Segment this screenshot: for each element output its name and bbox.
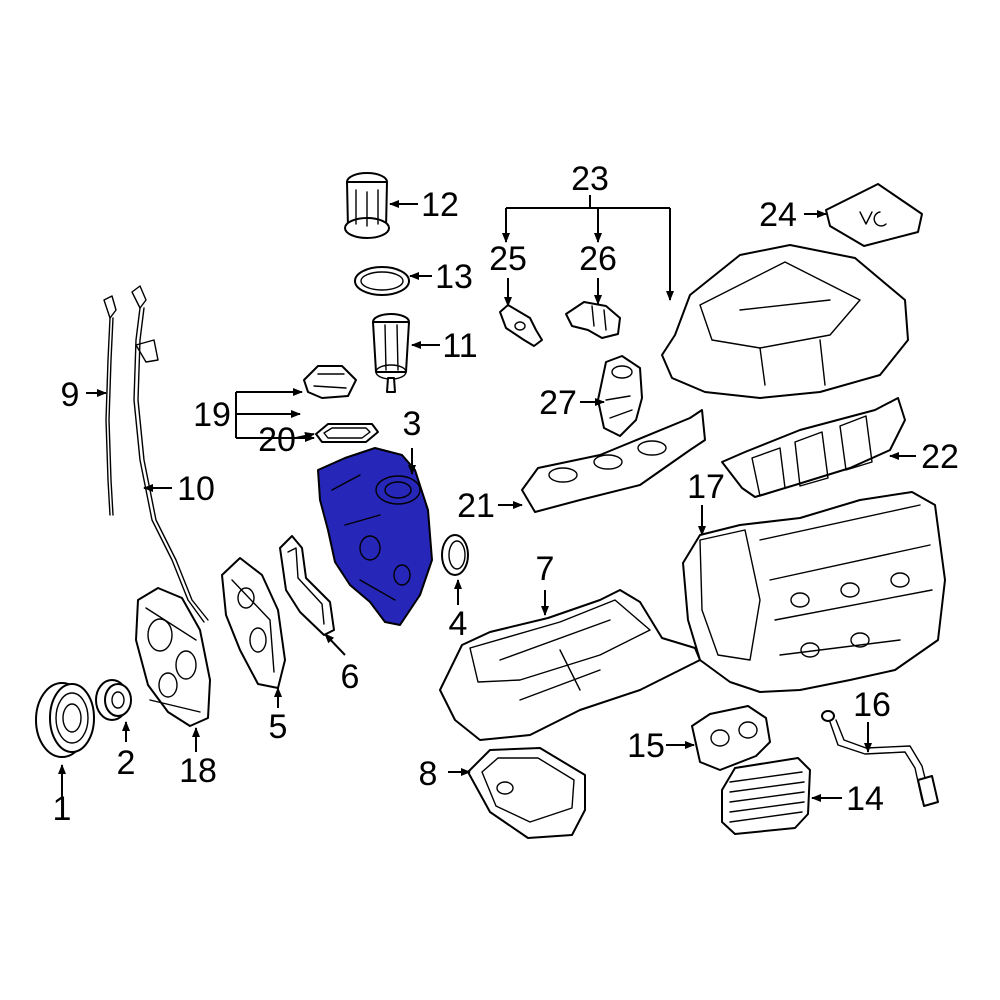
callout-21[interactable]: 21 (457, 487, 495, 525)
callout-1[interactable]: 1 (53, 790, 72, 828)
part-11-oil-filter[interactable] (372, 313, 410, 393)
part-3-timing-cover-highlighted[interactable] (317, 447, 433, 626)
callout-4[interactable]: 4 (449, 605, 468, 643)
part-14-oil-cooler[interactable] (721, 757, 811, 835)
part-17-engine-block[interactable] (682, 491, 946, 693)
callout-22[interactable]: 22 (921, 438, 959, 476)
callout-24[interactable]: 24 (759, 196, 797, 234)
part-24-engine-cover-v6[interactable] (825, 183, 923, 247)
part-25-sensor[interactable] (499, 304, 543, 347)
callout-8[interactable]: 8 (419, 755, 438, 793)
part-13-o-ring[interactable] (354, 266, 410, 296)
part-20-gasket[interactable] (315, 423, 379, 443)
leader-lines (58, 195, 916, 802)
part-16-oil-hose[interactable] (821, 710, 939, 807)
part-22-intake-manifold-right[interactable] (721, 397, 906, 498)
callout-2[interactable]: 2 (117, 744, 136, 782)
callout-9[interactable]: 9 (61, 376, 80, 414)
part-2-bolt[interactable] (95, 679, 132, 721)
part-8-oil-pan-lower[interactable] (467, 747, 586, 839)
part-10-dipstick-tube[interactable] (131, 285, 209, 623)
callout-10[interactable]: 10 (177, 470, 215, 508)
part-12-filter-housing-cap[interactable] (344, 172, 390, 239)
callout-16[interactable]: 16 (853, 686, 891, 724)
part-6-gasket[interactable] (279, 535, 335, 636)
callout-25[interactable]: 25 (489, 240, 527, 278)
callout-17[interactable]: 17 (687, 468, 725, 506)
part-9-dipstick[interactable] (103, 295, 117, 516)
part-3-fill (317, 447, 433, 626)
callout-15[interactable]: 15 (627, 727, 665, 765)
part-4-seal[interactable] (441, 534, 469, 576)
callout-19[interactable]: 19 (193, 396, 231, 434)
callout-27[interactable]: 27 (539, 384, 577, 422)
callout-14[interactable]: 14 (846, 780, 884, 818)
callout-23[interactable]: 23 (571, 160, 609, 198)
callout-labels: 1 2 3 4 5 6 7 8 9 10 11 12 13 14 15 16 1… (53, 160, 959, 828)
callout-7[interactable]: 7 (536, 550, 555, 588)
callout-5[interactable]: 5 (269, 708, 288, 746)
callout-18[interactable]: 18 (179, 752, 217, 790)
part-21-intake-manifold-left[interactable] (521, 409, 706, 513)
part-27-valve[interactable] (597, 355, 643, 437)
callout-6[interactable]: 6 (341, 658, 360, 696)
part-19-bracket[interactable] (303, 365, 357, 399)
callout-11[interactable]: 11 (442, 327, 477, 365)
part-5-gasket-plate[interactable] (221, 557, 286, 689)
part-1-pulley[interactable] (35, 682, 95, 758)
callout-26[interactable]: 26 (579, 240, 617, 278)
callout-3[interactable]: 3 (403, 405, 422, 443)
part-15-gasket[interactable] (691, 705, 771, 771)
part-26-sensor[interactable] (565, 301, 621, 339)
part-23-intake-plenum[interactable] (661, 244, 909, 399)
callout-12[interactable]: 12 (421, 186, 459, 224)
callout-13[interactable]: 13 (435, 258, 473, 296)
callout-20[interactable]: 20 (258, 421, 296, 459)
part-7-oil-pan-upper[interactable] (439, 589, 701, 741)
part-18-timing-cover-plate[interactable] (135, 587, 211, 727)
